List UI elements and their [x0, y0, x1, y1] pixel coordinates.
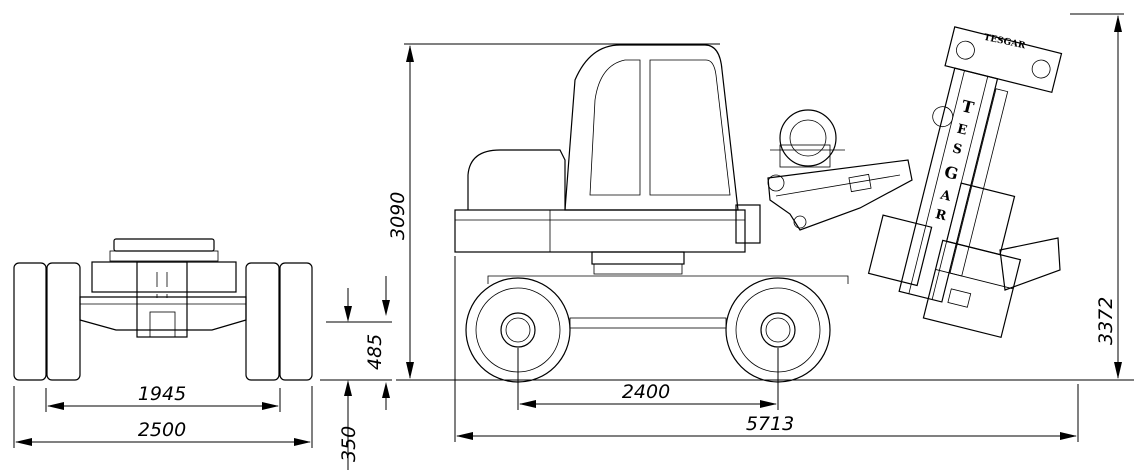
mast-head-frame — [944, 26, 1063, 94]
mast-letter-e: E — [955, 122, 968, 139]
wheelbase-label: 2400 — [622, 381, 670, 403]
front-turntable — [113, 238, 215, 252]
mast-body — [898, 67, 999, 303]
front-turntable-base — [109, 250, 219, 262]
front-view — [13, 238, 313, 381]
axle-clearance-label: 485 — [364, 334, 386, 370]
front-center-pillar — [136, 261, 188, 338]
max-height-label: 3372 — [1095, 297, 1117, 345]
front-left-outer-tyre — [13, 262, 47, 381]
mast-lower-clamp — [867, 214, 933, 287]
track-width-label: 1945 — [138, 383, 186, 405]
front-axle-housing — [79, 296, 247, 331]
front-right-inner-tyre — [245, 262, 280, 381]
mast-letter-t: T — [960, 96, 976, 117]
frame-rail — [569, 317, 727, 329]
overall-width-label: 2500 — [138, 419, 186, 441]
front-right-outer-tyre — [279, 262, 313, 381]
front-chassis — [91, 261, 237, 293]
rotator-head — [770, 109, 845, 168]
mast-letter-g: G — [942, 162, 960, 184]
height-label: 3090 — [387, 192, 409, 240]
mudguard-line — [487, 275, 849, 284]
cab — [564, 44, 739, 211]
mast-letter-s: S — [951, 141, 964, 158]
cab-rear-window — [589, 59, 641, 196]
boom-base — [735, 204, 761, 244]
mast-drill-head — [922, 239, 1022, 339]
mast-letter-a: A — [938, 187, 953, 204]
front-dimensions: 1945 2500 350 485 — [13, 276, 392, 470]
cab-front-window — [649, 59, 731, 196]
ground-clearance-label: 350 — [338, 426, 360, 462]
engine-hood — [467, 149, 566, 210]
boom-arm — [767, 159, 913, 231]
overall-length-label: 5713 — [746, 413, 794, 435]
side-view: T E S G A R TESGAR — [454, 26, 1063, 383]
side-dimensions: 3090 3372 2400 5713 — [387, 13, 1134, 442]
upper-structure — [454, 209, 746, 253]
mast: T E S G A R — [867, 26, 1063, 339]
implement-bracket — [999, 237, 1061, 291]
front-left-inner-tyre — [46, 262, 81, 381]
mast-head-logo: TESGAR — [983, 33, 1027, 52]
slewing-ring — [591, 251, 685, 265]
mast-letter-r: R — [934, 207, 948, 224]
